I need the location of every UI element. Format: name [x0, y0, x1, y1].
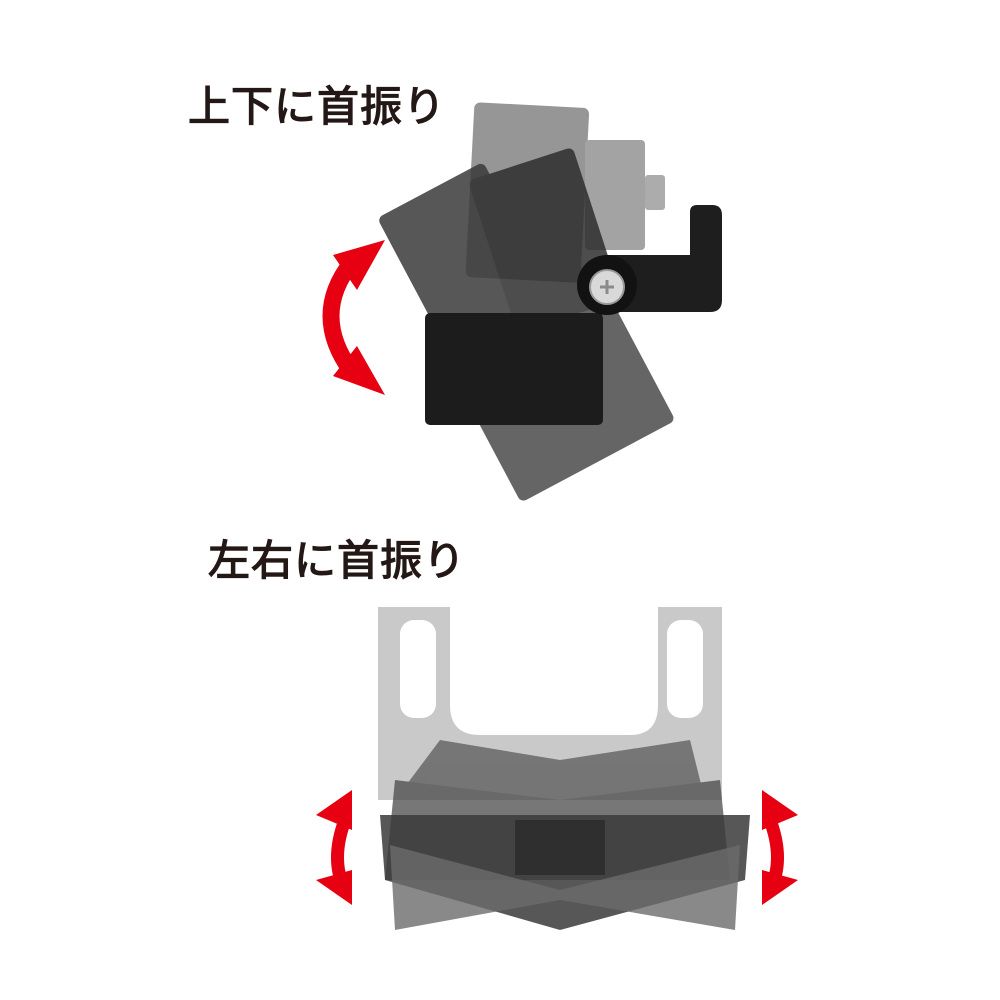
curved-double-arrow-left-icon	[316, 790, 352, 905]
mount-body	[425, 313, 603, 425]
tilt-figure	[322, 102, 722, 501]
curved-double-arrow-right-icon	[762, 790, 798, 905]
swivel-figure	[316, 607, 798, 930]
curved-double-arrow-icon	[322, 240, 385, 395]
swivel-label: 左右に首振り	[208, 536, 467, 585]
tilt-label: 上下に首振り	[188, 82, 447, 131]
